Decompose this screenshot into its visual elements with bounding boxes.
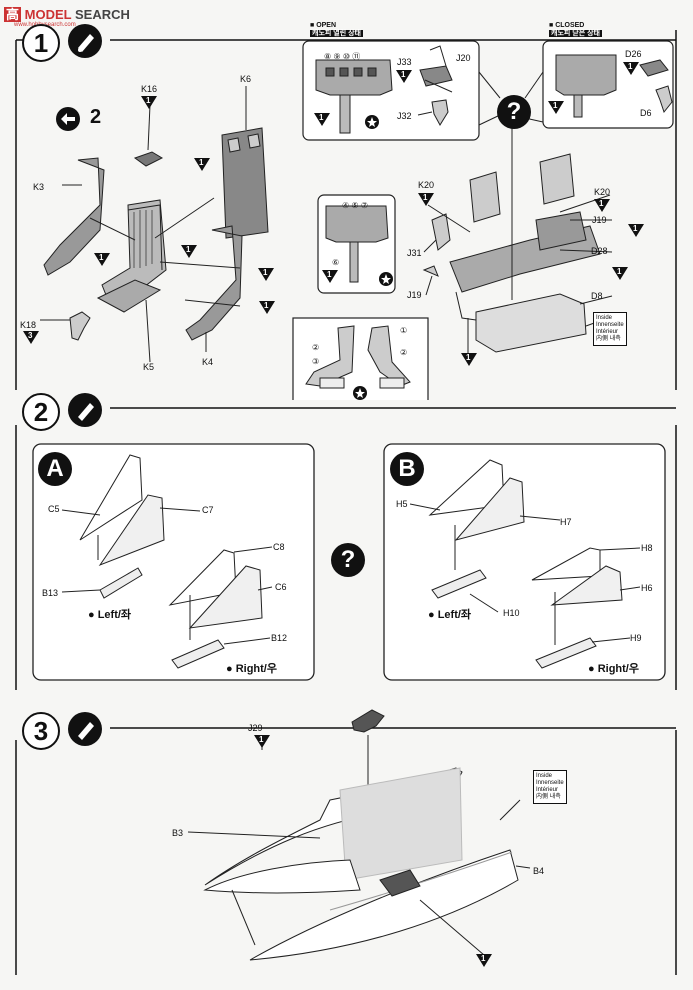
part-label-d6: D6 (640, 108, 652, 118)
quantity-triangle: 1 (548, 101, 564, 114)
option-a-left-label: ● Left/좌 (88, 609, 132, 621)
part-label-b13: B13 (42, 588, 59, 598)
part-label-j31: J31 (407, 248, 422, 258)
part-label-h9: H9 (630, 633, 642, 643)
quantity-triangle: 1 (94, 253, 110, 266)
quantity-triangle: 1 (258, 268, 274, 281)
option-b-left-label: ● Left/좌 (428, 609, 472, 621)
watermark-logo: 高 MODEL SEARCH (4, 7, 130, 22)
seat-assembly-drawing (40, 40, 674, 400)
question-icon: ? (331, 543, 365, 577)
part-label-h8: H8 (641, 543, 653, 553)
quantity-triangle: 1 (194, 158, 210, 171)
part-label-h7: H7 (560, 517, 572, 527)
part-label-b12: B12 (271, 633, 288, 643)
part-label-j33: J33 (397, 57, 412, 67)
glue-icon (68, 712, 102, 746)
panel-dial-6: ⑥ (332, 258, 340, 267)
quantity-triangle: 1 (254, 735, 270, 748)
part-label-k6: K6 (240, 74, 252, 84)
quantity-triangle: 3 (23, 331, 39, 344)
paint-star-icon (365, 115, 379, 129)
part-label-k20-left: K20 (418, 180, 435, 190)
option-a-right-label: ● Right/우 (226, 663, 277, 675)
part-label-j32: J32 (397, 111, 412, 121)
part-label-k4: K4 (202, 357, 214, 367)
part-label-b3: B3 (172, 828, 184, 838)
part-label-h6: H6 (641, 583, 653, 593)
option-b-badge: B (390, 452, 424, 486)
part-label-b4: B4 (533, 866, 545, 876)
quantity-triangle: 1 (623, 62, 639, 75)
question-icon: ? (497, 95, 531, 129)
open-dial-numbers: ⑧ ⑨ ⑩ ⑪ (324, 52, 361, 61)
glue-icon (68, 24, 102, 58)
part-label-k3: K3 (33, 182, 45, 192)
step-number-1: 1 (22, 24, 60, 62)
paint-star-icon (353, 386, 367, 400)
quantity-triangle: 1 (181, 245, 197, 258)
quantity-triangle: 1 (259, 301, 275, 314)
quantity-triangle: 1 (612, 267, 628, 280)
quantity-triangle: 1 (476, 954, 492, 967)
glue-icon (68, 393, 102, 427)
quantity-triangle: 1 (594, 199, 610, 212)
part-label-j19-left: J19 (407, 290, 422, 300)
part-label-k16: K16 (141, 84, 158, 94)
repeat-arrow-icon (56, 107, 80, 131)
quantity-triangle: 1 (418, 193, 434, 206)
part-label-c5: C5 (48, 504, 60, 514)
quantity-triangle: 1 (628, 224, 644, 237)
option-b-right-label: ● Right/우 (588, 663, 639, 675)
part-label-j19-right: J19 (592, 215, 607, 225)
part-label-c6: C6 (275, 582, 287, 592)
quantity-triangle: 1 (396, 70, 412, 83)
part-label-k18: K18 (20, 320, 37, 330)
step-number-2: 2 (22, 393, 60, 431)
part-label-d26: D26 (625, 49, 642, 59)
part-label-k20-right: K20 (594, 187, 611, 197)
quantity-triangle: 1 (314, 113, 330, 126)
quantity-triangle: 1 (141, 96, 157, 109)
option-a-badge: A (38, 452, 72, 486)
quantity-triangle: 1 (322, 270, 338, 283)
part-label-j29: J29 (248, 723, 263, 733)
part-label-h5: H5 (396, 499, 408, 509)
part-label-h10: H10 (503, 608, 520, 618)
paint-star-icon (379, 272, 393, 286)
step-number-3: 3 (22, 712, 60, 750)
quantity-triangle: 1 (461, 353, 477, 366)
part-label-c8: C8 (273, 542, 285, 552)
panel-dial-numbers: ④ ⑤ ⑦ (342, 201, 368, 210)
part-label-c7: C7 (202, 505, 214, 515)
repeat-count: 2 (90, 106, 102, 128)
part-label-d28: D28 (591, 246, 608, 256)
part-label-d8: D8 (591, 291, 603, 301)
part-label-j20: J20 (456, 53, 471, 63)
part-label-k5: K5 (143, 362, 155, 372)
